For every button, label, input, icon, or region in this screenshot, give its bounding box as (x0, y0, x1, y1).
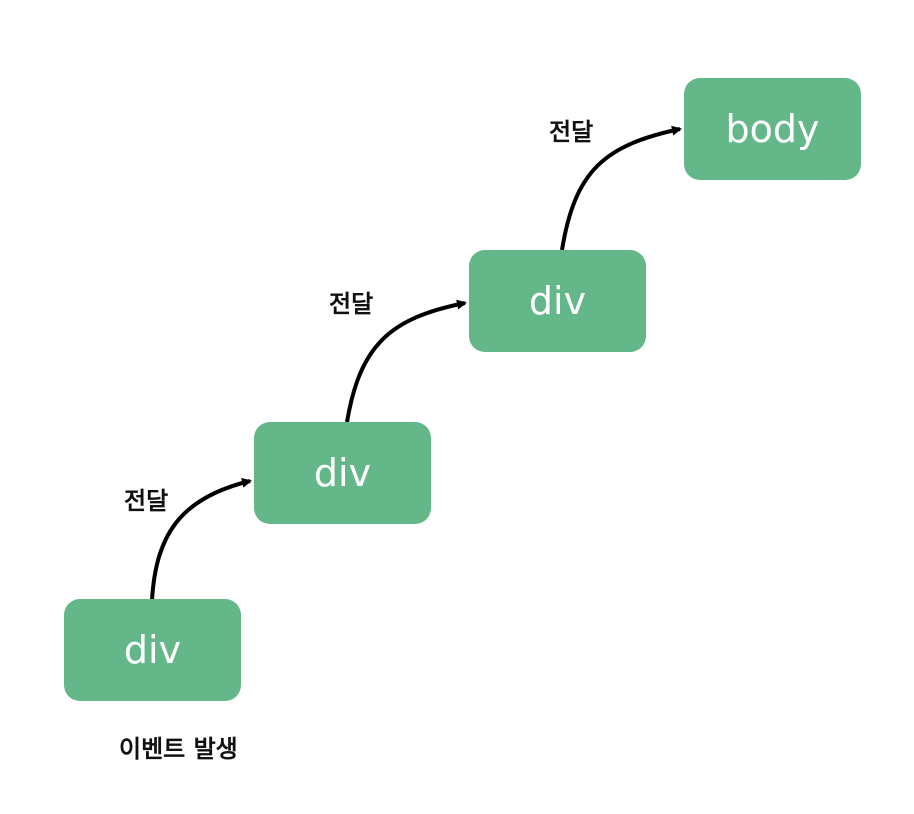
arrow-div2-to-div3 (345, 299, 467, 423)
div-node-grandparent-label: div (528, 279, 587, 323)
body-node: body (684, 78, 861, 180)
body-node-label: body (725, 107, 820, 151)
edge-label-3: 전달 (549, 118, 594, 146)
edge-label-1: 전달 (124, 487, 169, 515)
div-node-parent: div (254, 422, 431, 524)
div-node-origin-label: div (123, 628, 182, 672)
arrow-div1-to-div2 (150, 478, 252, 601)
event-origin-caption: 이벤트 발생 (119, 735, 238, 763)
edge-label-2: 전달 (329, 290, 374, 318)
div-node-origin: div (64, 599, 241, 701)
div-node-parent-label: div (313, 451, 372, 495)
div-node-grandparent: div (469, 250, 646, 352)
arrow-div3-to-body (560, 125, 682, 251)
